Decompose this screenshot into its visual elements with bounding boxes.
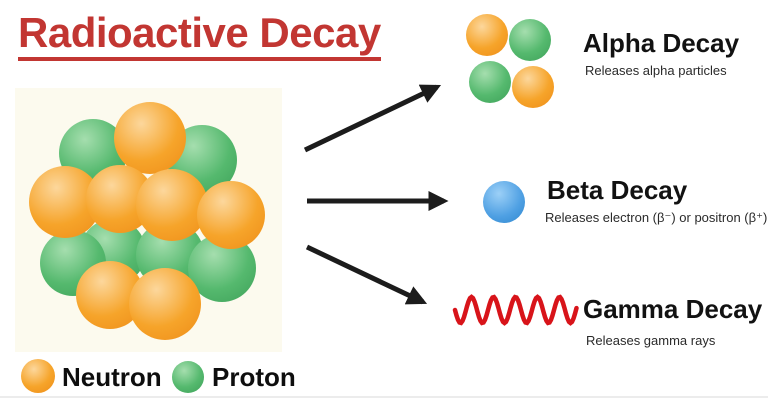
alpha-cluster-sphere [509,19,551,61]
neutron-legend-dot [21,359,55,393]
beta-decay-title: Beta Decay [547,175,688,205]
bottom-divider [0,396,768,398]
arrow-to-alpha-decay [303,84,442,153]
alpha-cluster-sphere [466,14,508,56]
beta-particle-icon [483,181,525,223]
neutron-sphere [136,169,208,241]
page-title: Radioactive Decay [18,12,381,61]
arrow-to-gamma-decay [305,244,428,305]
neutron-legend-label: Neutron [62,362,162,392]
gamma-decay-title: Gamma Decay [583,294,763,324]
alpha-cluster-sphere [512,66,554,108]
alpha-cluster-sphere [469,61,511,103]
beta-decay-description: Releases electron (β⁻) or positron (β⁺) [545,210,768,225]
alpha-decay-title: Alpha Decay [583,28,740,58]
neutron-sphere [129,268,201,340]
proton-legend-dot [172,361,204,393]
neutron-sphere [114,102,186,174]
nucleus-diagram [15,88,282,352]
neutron-sphere [197,181,265,249]
proton-legend-label: Proton [212,362,296,392]
alpha-decay-description: Releases alpha particles [585,63,727,78]
gamma-decay-description: Releases gamma rays [586,333,716,348]
